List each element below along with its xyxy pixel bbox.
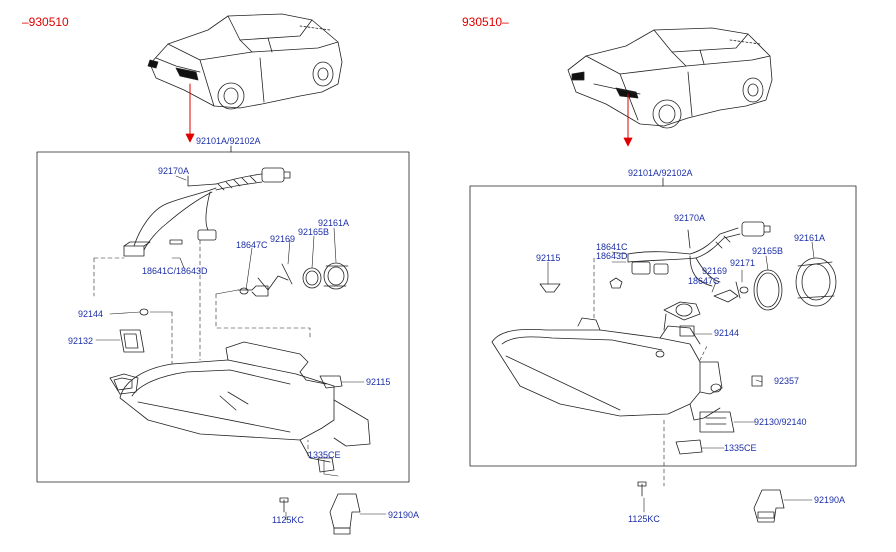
left-headlamp-part bbox=[109, 308, 371, 535]
left-bracket-label: 18647C bbox=[236, 240, 268, 250]
right-assembly-label: 92101A/92102A bbox=[628, 168, 693, 178]
right-mount-label: 92190A bbox=[814, 495, 846, 505]
right-socket2-label: 18643D bbox=[596, 251, 628, 261]
right-clip-label: 92144 bbox=[714, 328, 740, 338]
right-clip-b-label: 92171 bbox=[730, 258, 756, 268]
right-screw-b-label: 92357 bbox=[774, 376, 800, 386]
left-harness-part bbox=[123, 167, 291, 257]
left-spring-label: 92169 bbox=[270, 234, 296, 244]
right-bolt-label: 1335CE bbox=[724, 443, 757, 453]
right-socket-parts bbox=[713, 257, 837, 311]
right-bracket-b-label: 92130/92140 bbox=[754, 417, 807, 427]
left-oring-label: 92165B bbox=[298, 227, 330, 237]
right-bracket-label: 18647C bbox=[688, 276, 720, 286]
right-spring-label: 92169 bbox=[702, 266, 728, 276]
left-car-illustration bbox=[147, 13, 343, 110]
left-frame bbox=[36, 145, 410, 483]
right-harness-part bbox=[539, 221, 771, 293]
left-socket-label: 18641C/18643D bbox=[142, 266, 208, 276]
right-socket1-label: 18641C bbox=[596, 242, 628, 252]
right-headlamp-part bbox=[491, 301, 785, 523]
left-clip-label: 92144 bbox=[78, 309, 104, 319]
left-mount-label: 92190A bbox=[388, 510, 420, 520]
left-section-code: –930510 bbox=[22, 15, 69, 29]
left-cap-label: 92161A bbox=[318, 218, 350, 228]
left-adjuster-label: 92132 bbox=[68, 336, 94, 346]
right-screw-label: 1125KC bbox=[628, 514, 660, 524]
right-car-illustration bbox=[567, 27, 773, 129]
left-harness-label: 92170A bbox=[158, 166, 190, 176]
right-cap-label: 92161A bbox=[794, 233, 826, 243]
left-nut-label: 92115 bbox=[366, 377, 391, 387]
left-screw-label: 1125KC bbox=[272, 515, 304, 525]
right-nut-label: 92115 bbox=[536, 253, 561, 263]
right-section-code: 930510– bbox=[462, 15, 509, 29]
left-leader-lines bbox=[93, 175, 387, 521]
right-frame bbox=[469, 177, 857, 467]
left-assembly-label: 92101A/92102A bbox=[196, 136, 261, 146]
right-leader-lines bbox=[547, 241, 815, 513]
right-harness-label: 92170A bbox=[674, 213, 706, 223]
right-oring-label: 92165B bbox=[752, 246, 784, 256]
left-socket-parts bbox=[237, 262, 349, 297]
left-bolt-label: 1335CE bbox=[308, 450, 341, 460]
